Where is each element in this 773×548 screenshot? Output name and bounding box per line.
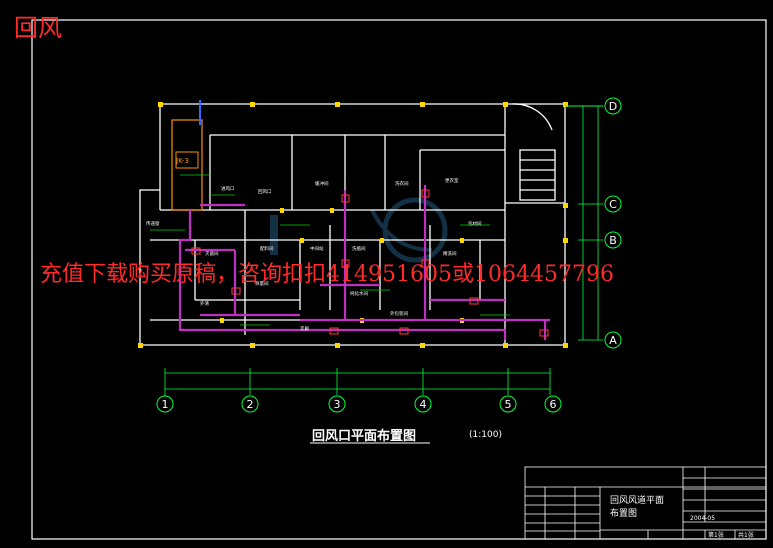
building-walls xyxy=(139,103,566,346)
room-label: 配料间 xyxy=(260,245,274,252)
room-label: 外清 xyxy=(200,300,209,307)
unit-tag: JK-3 xyxy=(175,157,189,165)
return-ducts xyxy=(178,185,550,340)
room-label: 洗瓶间 xyxy=(352,245,366,252)
grid-label-1: 1 xyxy=(162,398,169,411)
tb-drawing-name-1: 回风风道平面 xyxy=(610,494,664,506)
room-label: 精洗间 xyxy=(443,250,457,257)
sheet-border xyxy=(31,19,767,540)
room-label: 包材间 xyxy=(468,220,482,227)
return-grilles xyxy=(191,189,549,337)
right-dimension-lines xyxy=(578,105,603,341)
room-label: 更衣室 xyxy=(445,177,459,184)
tb-sheet-total: 共1张 xyxy=(738,531,754,539)
air-handling-unit xyxy=(171,100,203,211)
room-label: 灭菌间 xyxy=(205,250,219,257)
grid-label-B: B xyxy=(609,234,617,247)
tb-drawing-name-2: 布置图 xyxy=(610,507,637,519)
grid-label-6: 6 xyxy=(550,398,557,411)
title-block xyxy=(524,466,767,540)
room-label: 缓冲间 xyxy=(315,180,329,187)
grid-label-C: C xyxy=(609,198,617,211)
leader-lines xyxy=(150,174,510,326)
corner-label: 回风 xyxy=(14,14,62,42)
room-label: 走廊 xyxy=(300,325,309,332)
room-label: 回风口 xyxy=(258,189,272,195)
grid-label-D: D xyxy=(609,100,617,113)
grid-label-2: 2 xyxy=(247,398,254,411)
title-block-text: 回风风道平面 布置图 2004-05 第1张 共1张 xyxy=(610,494,754,539)
room-label: 纯化水间 xyxy=(350,290,368,297)
column-markers xyxy=(138,102,568,348)
room-label: 称量间 xyxy=(255,280,269,287)
grid-label-A: A xyxy=(609,334,617,347)
room-label: 进风口 xyxy=(221,185,235,192)
room-label: 传递窗 xyxy=(146,220,160,227)
drawing-title: 回风口平面布置图 xyxy=(312,429,417,444)
column-grid-labels: 1 2 3 4 5 6 xyxy=(162,398,557,411)
dimension-lines xyxy=(164,368,551,395)
room-label: 中间站 xyxy=(310,245,324,252)
column-grid-bubbles xyxy=(156,395,562,413)
room-label: 外包装间 xyxy=(390,310,408,317)
grid-label-3: 3 xyxy=(334,398,341,411)
grid-label-5: 5 xyxy=(505,398,512,411)
grid-label-4: 4 xyxy=(420,398,427,411)
room-labels: 进风口 回风口 缓冲间 洗衣间 更衣室 灭菌间 配料间 中间站 洗瓶间 精洗间 … xyxy=(146,157,482,332)
tb-date: 2004-05 xyxy=(690,515,715,522)
drawing-scale: (1:100) xyxy=(469,430,502,440)
row-grid-labels: D C B A xyxy=(609,100,617,347)
watermark-text: 充值下载购买原稿，咨询扣扣414951605或1064457796 xyxy=(40,262,614,287)
room-label: 洗衣间 xyxy=(395,180,409,187)
tb-sheet-no: 第1张 xyxy=(708,531,724,539)
row-grid-bubbles xyxy=(565,97,622,349)
